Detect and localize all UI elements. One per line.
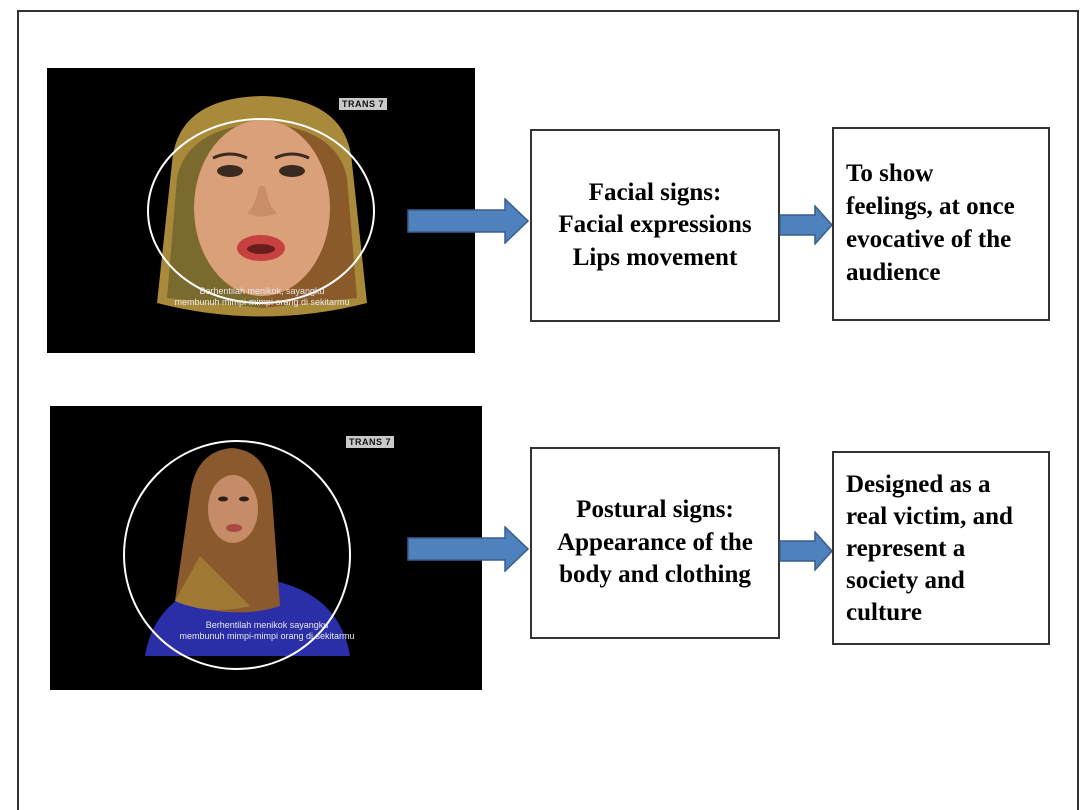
box-line: Facial expressions — [558, 211, 752, 239]
postural-signs-box: Postural signs: Appearance of the body a… — [530, 447, 780, 639]
arrow-right-icon — [407, 526, 529, 572]
box-line: Postural signs: — [576, 496, 734, 524]
postural-meaning-box: Designed as a real victim, and represent… — [832, 451, 1050, 645]
subtitle-line: membunuh mimpi-mimpi orang di sekitarmu — [174, 297, 350, 308]
box-line: real victim, and — [846, 503, 1013, 530]
box-line: evocative of the — [846, 226, 1012, 253]
box-line: feelings, at once — [846, 193, 1015, 220]
box-line: audience — [846, 259, 941, 286]
box-line: culture — [846, 599, 922, 626]
subtitle-line: Berhentilah menikok, sayangku — [199, 286, 325, 296]
figure-frame — [17, 10, 1079, 810]
box-line: Lips movement — [572, 243, 738, 271]
face-highlight-ellipse — [147, 118, 375, 304]
subtitle-line: Berhentilah menikok sayangku — [205, 620, 329, 630]
box-line: represent a — [846, 535, 966, 562]
box-line: society and — [846, 567, 965, 594]
body-highlight-ellipse — [123, 440, 351, 670]
video-subtitle: Berhentilah menikok, sayangku membunuh m… — [157, 286, 367, 309]
subtitle-line: membunuh mimpi-mimpi orang di sekitarmu — [179, 631, 355, 642]
box-line: body and clothing — [559, 561, 751, 589]
box-line: To show — [846, 160, 934, 187]
arrow-right-icon — [779, 205, 833, 245]
box-line: Designed as a — [846, 471, 991, 498]
video-subtitle: Berhentilah menikok sayangku membunuh mi… — [162, 620, 372, 643]
facial-meaning-box: To show feelings, at once evocative of t… — [832, 127, 1050, 321]
box-line: Facial signs: — [588, 178, 722, 206]
facial-signs-box: Facial signs: Facial expressions Lips mo… — [530, 129, 780, 322]
box-line: Appearance of the — [557, 528, 753, 556]
arrow-right-icon — [779, 531, 833, 571]
facial-close-up-image: TRANS 7 Berhentilah menikok, sayangku me… — [47, 68, 475, 353]
postural-medium-shot-image: TRANS 7 Berhentilah menikok sayangku mem… — [50, 406, 482, 690]
channel-watermark: TRANS 7 — [346, 436, 395, 448]
arrow-right-icon — [407, 198, 529, 244]
channel-watermark: TRANS 7 — [339, 98, 388, 110]
